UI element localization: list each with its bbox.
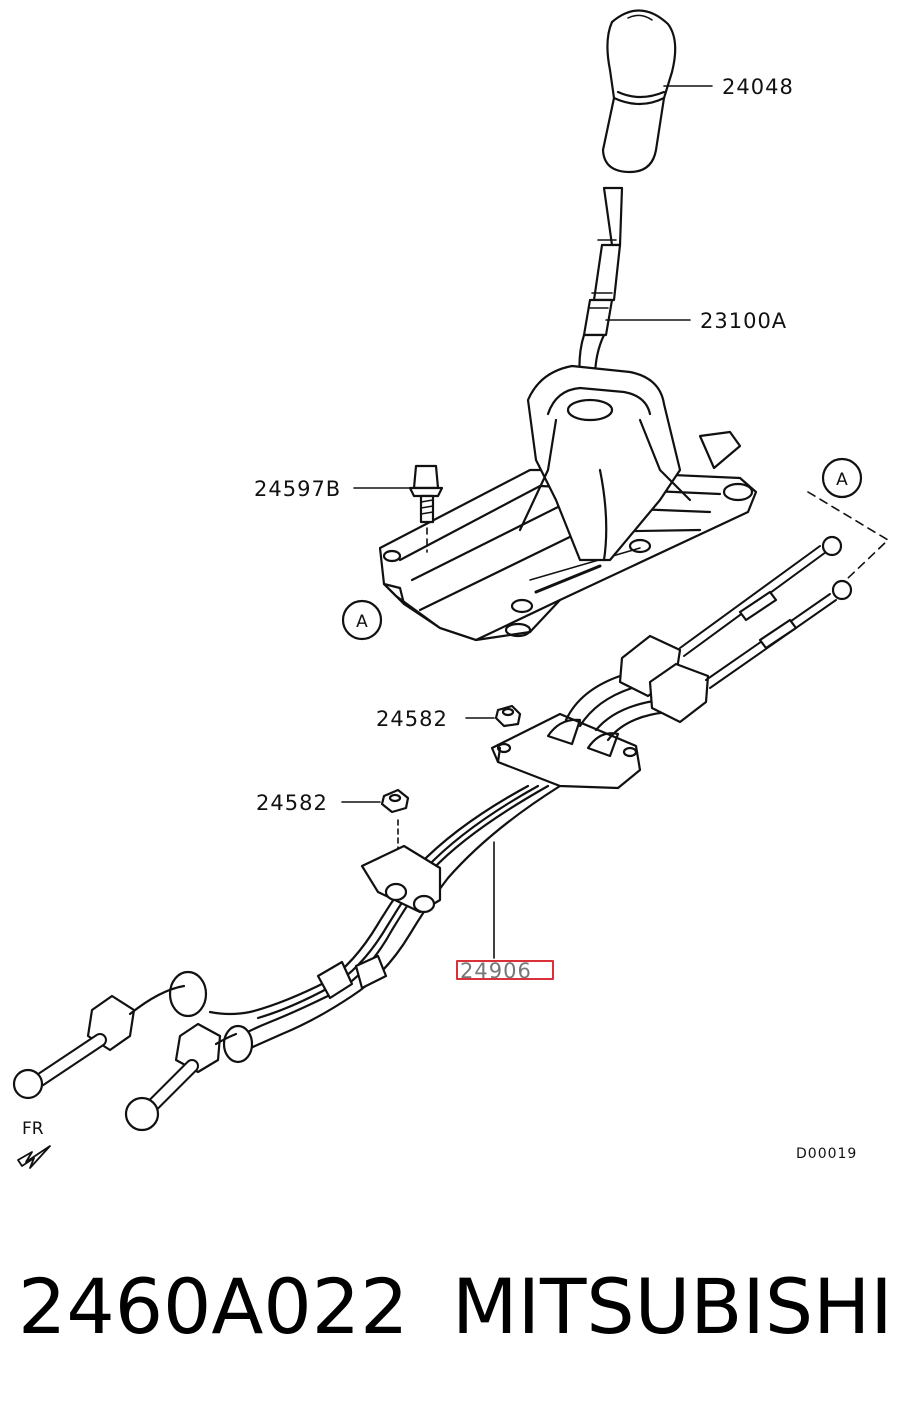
highlight-box — [456, 960, 554, 980]
leader-lines — [341, 85, 889, 959]
callout-right: A — [821, 457, 863, 499]
shift-lever — [578, 186, 624, 397]
cable-bracket — [490, 712, 642, 790]
front-arrow-icon: FR — [17, 1119, 51, 1169]
label-nut-lower: 24582 — [256, 791, 328, 815]
shift-knob — [601, 9, 677, 174]
callout-left-label: A — [356, 612, 368, 632]
callout-left: A — [341, 599, 383, 641]
callout-right-label: A — [836, 470, 848, 490]
shift-cable — [12, 535, 853, 1132]
label-knob: 24048 — [722, 75, 794, 99]
label-nut-upper: 24582 — [376, 707, 448, 731]
shift-lever-base — [378, 364, 758, 642]
label-lever: 23100A — [700, 309, 787, 333]
nut-upper — [494, 704, 522, 728]
drawing-code: D00019 — [796, 1146, 857, 1162]
label-cable: 24906 — [460, 959, 532, 983]
brand-name: MITSUBISHI — [452, 1262, 893, 1351]
label-bolt: 24597B — [254, 477, 341, 501]
part-number: 2460A022 — [18, 1262, 409, 1351]
bolt — [408, 464, 444, 553]
direction-label: FR — [22, 1119, 44, 1139]
nut-lower — [380, 788, 410, 849]
